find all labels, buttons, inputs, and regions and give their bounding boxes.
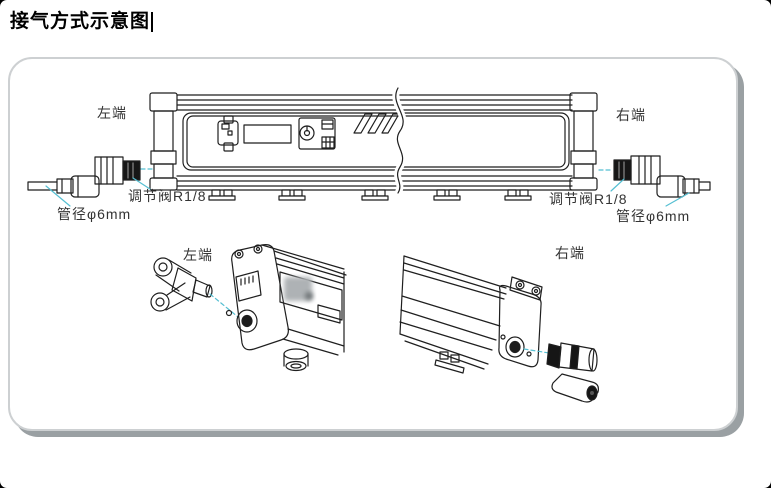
left-detail-display bbox=[317, 304, 341, 324]
blurred-marking bbox=[284, 277, 312, 301]
label-valve-left: 调节阀R1/8 bbox=[128, 188, 207, 204]
bar-connector-module bbox=[217, 115, 239, 152]
left-fitting-drawing bbox=[27, 156, 154, 207]
bar-right-endcap bbox=[569, 92, 598, 191]
left-air-tube bbox=[27, 181, 58, 191]
bar-mounting-feet bbox=[208, 189, 532, 201]
diagram-frame bbox=[8, 57, 738, 431]
right-detail-dashed-line bbox=[523, 348, 550, 354]
label-left-end-top: 左端 bbox=[97, 105, 127, 121]
left-detail-bottom-nut bbox=[283, 348, 309, 372]
right-valve-body bbox=[613, 159, 632, 181]
left-detail-dashed-line bbox=[209, 293, 239, 318]
right-air-tube bbox=[698, 181, 711, 191]
bar-stripe-marking bbox=[353, 113, 400, 134]
bar-left-endcap bbox=[149, 92, 178, 191]
label-left-end-detail: 左端 bbox=[183, 247, 213, 263]
label-right-end-detail: 右端 bbox=[555, 245, 585, 261]
left-end-detail-drawing bbox=[150, 244, 347, 372]
left-valve-body bbox=[122, 160, 141, 181]
right-pipe-leader-line bbox=[665, 192, 690, 207]
right-valve-leader-line bbox=[610, 178, 625, 192]
left-pipe-leader-line bbox=[45, 185, 71, 207]
label-pipe-right: 管径φ6mm bbox=[616, 208, 691, 224]
right-end-detail-drawing bbox=[399, 255, 599, 403]
bar-control-panel bbox=[298, 117, 336, 150]
left-elbow-fitting bbox=[150, 257, 213, 312]
label-valve-right: 调节阀R1/8 bbox=[549, 191, 628, 207]
right-valve-fitting bbox=[546, 342, 599, 403]
right-detail-air-port bbox=[500, 334, 532, 358]
bar-display-window bbox=[243, 124, 292, 144]
page-title[interactable]: 接气方式示意图 bbox=[10, 6, 154, 33]
bar-break-line bbox=[392, 84, 407, 197]
right-detail-feet bbox=[434, 351, 465, 374]
ionizer-bar-drawing bbox=[149, 84, 598, 201]
left-detail-rj45-port bbox=[235, 270, 262, 302]
text-cursor bbox=[151, 11, 154, 32]
page-title-text: 接气方式示意图 bbox=[10, 11, 151, 32]
left-valve-leader-line bbox=[132, 177, 151, 190]
label-right-end-top: 右端 bbox=[616, 107, 646, 123]
left-detail-air-port bbox=[225, 309, 258, 333]
label-pipe-left: 管径φ6mm bbox=[57, 206, 132, 222]
right-fitting-drawing bbox=[598, 155, 711, 207]
